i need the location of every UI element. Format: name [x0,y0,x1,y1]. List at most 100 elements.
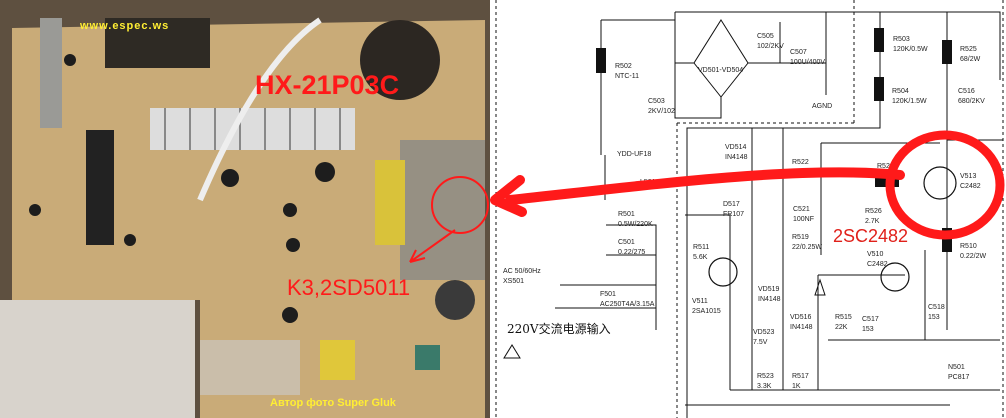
component-ref: VD519 [758,286,780,293]
component-value: 7.5V [753,339,768,346]
component-value: 2KV/102 [648,108,675,115]
component-ref: C521 [793,206,810,213]
component-ref: C517 [862,316,879,323]
component-value: 120K/0.5W [893,46,928,53]
component-value: XS501 [503,278,524,285]
component-ref: R525 [960,46,977,53]
component-value: AC250T4A/3.15A [600,301,655,308]
tuner [40,18,62,128]
component-label-c521: C521 100NF [793,206,814,223]
component-ref: R526 [865,208,882,215]
arrow-annotation [409,229,456,263]
component-ref: AC 50/60Hz [503,268,541,275]
component-value: PC817 [948,374,970,381]
component-label-r511: R511 5.6K [693,244,709,261]
component-ref: R524 [877,163,894,170]
component-value: 22K [835,324,848,331]
component-label-c505: C505 102/2KV [757,33,784,50]
component-ref: VD514 [725,144,747,151]
arrow-head [490,175,527,217]
component-ref: R523 [757,373,774,380]
component-label-r523: R523 3.3K [757,373,774,390]
component-ref: N501 [948,364,965,371]
component-value: 102/2KV [757,43,784,50]
component-value: C2482 [867,261,888,268]
component-ref: R511 [693,244,709,251]
microcontroller-chip [86,130,114,245]
highlight-transistor-label: 2SC2482 [833,226,908,246]
component-ref: C503 [648,98,665,105]
red-circle-annotation [431,176,489,234]
component-ref: R510 [960,243,977,250]
component-value: 68/2W [960,56,981,63]
flyback-transformer [360,20,440,100]
component-label-r504: R504 120K/1.5W [892,88,927,105]
component-value: IN4148 [758,296,781,303]
component-label-c518: C518 153 [928,304,945,321]
power-heatsink [400,140,485,280]
component-ref: R501 [618,211,635,218]
component-value: 680/2KV [958,98,985,105]
component-ref: R504 [892,88,909,95]
component-ref: R502 [615,63,632,70]
component-value: IN4148 [725,154,748,161]
component-ref: V511 [692,298,708,305]
component-ref: YDD-UF18 [617,151,651,158]
component-value: 5.6K [693,254,708,261]
red-arrow-annotation [505,167,905,205]
component-label-r525: R525 68/2W [960,46,981,63]
component-value: 1K [792,383,801,390]
warning-icon [503,278,826,359]
component-ref: AGND [812,103,832,110]
component-ref: C501 [618,239,635,246]
component-value: 120K/1.5W [892,98,927,105]
component-ref: R522 [792,159,809,166]
component-label-c503: C503 2KV/102 [648,98,675,115]
component-value: 22/0.25W [792,244,822,251]
component-value: 100NF [793,216,814,223]
component-ref: V510 [867,251,883,258]
component-ref: C505 [757,33,774,40]
part-note-label: K3,2SD5011 [287,275,411,300]
component-value: 2.7K [865,218,880,225]
filter-capacitor [435,280,475,320]
component-value: 153 [928,314,940,321]
pcb-photo: www.espec.ws HX-21P03C K3,2SD5011 Автор … [0,0,490,418]
model-label: HX-21P03C [255,70,400,100]
component-value: 3.3K [757,383,772,390]
component-label-r526: R526 2.7K [865,208,882,225]
dashed-boundaries [495,0,1004,418]
component-ref: C518 [928,304,945,311]
component-ref: D517 [723,201,740,208]
photo-credit: Автор фото Super Gluk [270,397,396,409]
component-value: IN4148 [790,324,813,331]
switching-transformer [375,160,405,245]
component-ref: VD516 [790,314,812,321]
component-ref: R517 [792,373,809,380]
heatsink [150,108,355,150]
circuit-board [12,20,485,418]
component-value: NTC-11 [615,73,639,80]
component-label-vd501-vd504: VD501-VD504 [698,67,743,74]
red-circle-highlight [885,130,1005,240]
component-value: C2482 [960,183,981,190]
